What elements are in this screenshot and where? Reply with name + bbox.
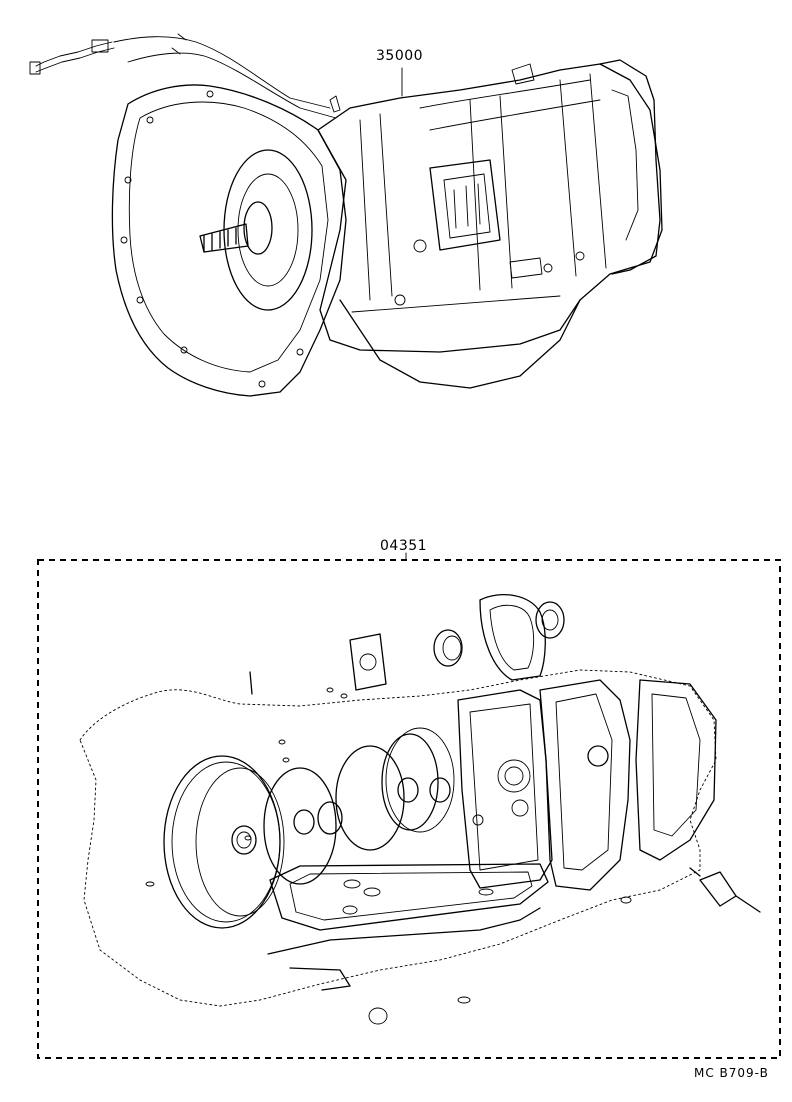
pan-gasket xyxy=(267,863,549,991)
oil-pan xyxy=(339,299,581,389)
input-shaft xyxy=(199,149,313,311)
rear-cover-gasket xyxy=(479,594,546,681)
rear-oil-seal xyxy=(535,601,565,639)
valve-body-gasket-small xyxy=(349,633,387,691)
ghost-case-outline xyxy=(79,669,717,1007)
seal-rings xyxy=(263,727,455,885)
o-rings xyxy=(145,687,632,1025)
part-number-label-35000: 35000 xyxy=(376,48,424,64)
center-plate xyxy=(457,689,553,889)
kit-boundary xyxy=(37,559,781,1059)
extension-gasket xyxy=(635,679,717,861)
case-ribs xyxy=(359,73,607,301)
extension-housing xyxy=(599,59,661,275)
pin xyxy=(249,671,253,695)
part-number-label-04351: 04351 xyxy=(380,538,428,554)
transmission-assembly-illustration xyxy=(29,33,663,397)
bell-housing xyxy=(111,84,347,397)
transmission-case xyxy=(317,63,663,353)
oil-seal-top xyxy=(433,629,463,667)
case-window xyxy=(429,159,501,251)
speedometer-sleeve xyxy=(689,867,761,913)
case-gasket xyxy=(539,679,631,891)
diagram-code: MC B709-B xyxy=(694,1066,769,1080)
gasket-kit-illustration xyxy=(37,552,781,1059)
pump-gasket xyxy=(163,755,285,929)
shift-cable xyxy=(29,33,337,119)
